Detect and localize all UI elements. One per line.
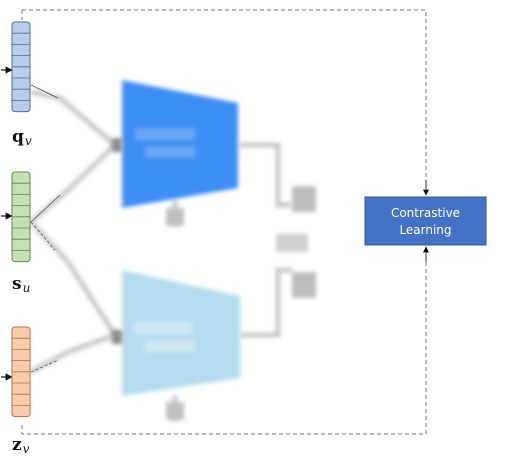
q-to-top-line [30,84,59,99]
contrastive-learning-line1: Contrastive [391,206,460,220]
vector-s [11,171,31,263]
contrastive-learning-line2: Learning [399,223,451,237]
s-to-bottom-line [30,221,56,251]
blurred-blobs [112,128,316,420]
vector-z [11,326,31,418]
encoder-top [122,80,238,208]
label-s-u: su [12,274,30,295]
contrastive-learning-box [364,196,487,246]
vector-q [11,21,31,113]
s-to-top-line [30,194,61,223]
label-z-v: zv [12,435,30,456]
dashed-feedback-loop [21,9,427,435]
label-q-v: qv [12,127,32,148]
